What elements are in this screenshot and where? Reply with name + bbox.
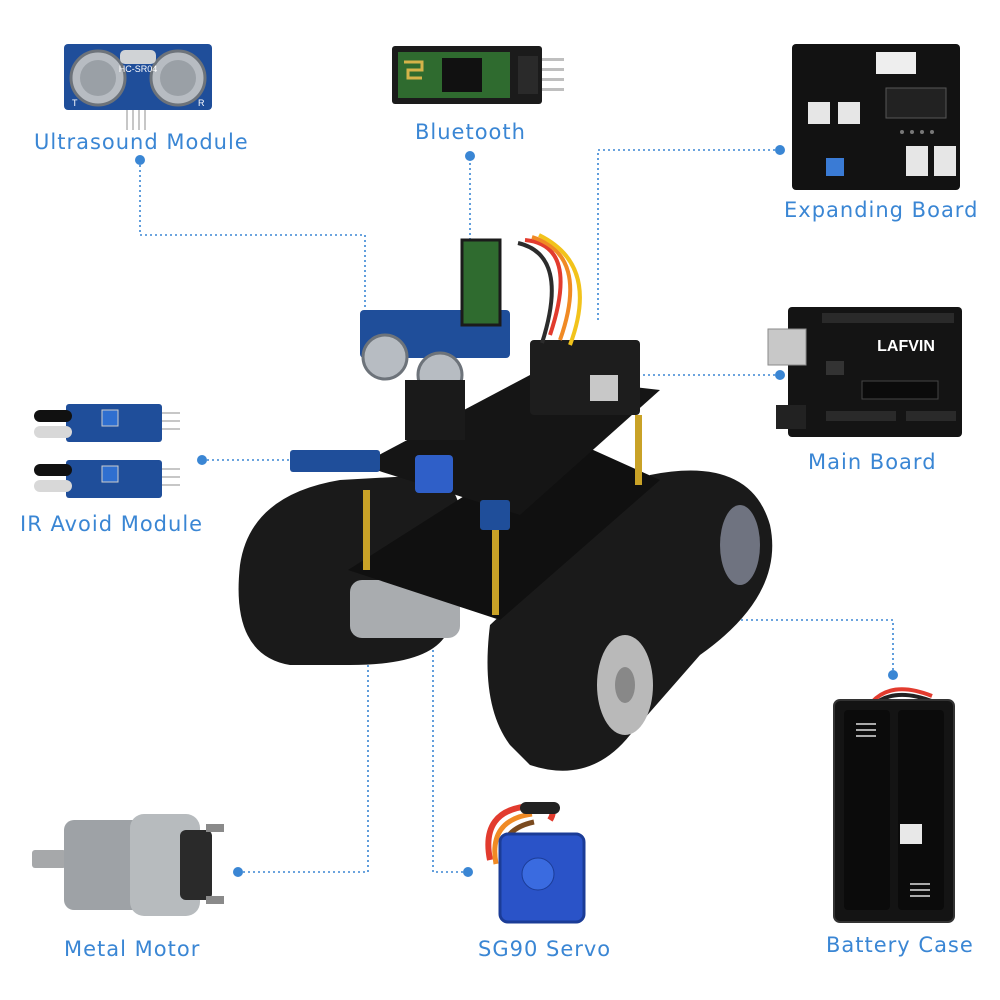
main-board-image: LAFVIN bbox=[767, 307, 962, 437]
ultrasound-module-image: HC-SR04 T R bbox=[64, 44, 212, 130]
ir-avoid-label: IR Avoid Module bbox=[20, 512, 204, 536]
ultrasound-model-text: HC-SR04 bbox=[119, 64, 158, 74]
metal-motor-label: Metal Motor bbox=[64, 937, 201, 961]
battery-case-image bbox=[833, 687, 955, 923]
servo-dot bbox=[463, 867, 473, 877]
robot-ir-left bbox=[290, 450, 380, 472]
ultrasound-t-text: T bbox=[72, 98, 78, 108]
metal-motor-image bbox=[32, 814, 224, 916]
battery-case-label: Battery Case bbox=[826, 933, 974, 957]
bluetooth-label: Bluetooth bbox=[415, 120, 526, 144]
robot-tank-image bbox=[238, 233, 773, 771]
ir-avoid-module-image bbox=[34, 404, 180, 498]
ir-module-top bbox=[34, 404, 180, 442]
main-board-brand-text: LAFVIN bbox=[877, 338, 935, 355]
main-board-label: Main Board bbox=[808, 450, 937, 474]
expanding-dot bbox=[775, 145, 785, 155]
robot-servo bbox=[415, 455, 453, 493]
robot-bluetooth bbox=[460, 238, 502, 327]
motor-dot bbox=[233, 867, 243, 877]
rear-wheel-hub bbox=[720, 505, 760, 585]
ultrasound-r-text: R bbox=[198, 98, 205, 108]
sg90-servo-image bbox=[485, 802, 586, 924]
robot-ir-right bbox=[480, 500, 510, 530]
right-track bbox=[487, 470, 773, 771]
expanding-board-label: Expanding Board bbox=[784, 198, 979, 222]
ir-module-bottom bbox=[34, 460, 180, 498]
bluetooth-dot bbox=[465, 151, 475, 161]
bluetooth-module-image bbox=[392, 46, 564, 104]
battery-dot bbox=[888, 670, 898, 680]
expanding-board-image bbox=[792, 44, 960, 190]
robot-main-board bbox=[530, 340, 640, 415]
ultrasound-dot bbox=[135, 155, 145, 165]
sg90-servo-label: SG90 Servo bbox=[478, 937, 612, 961]
ultrasound-label: Ultrasound Module bbox=[34, 130, 249, 154]
ir-dot bbox=[197, 455, 207, 465]
